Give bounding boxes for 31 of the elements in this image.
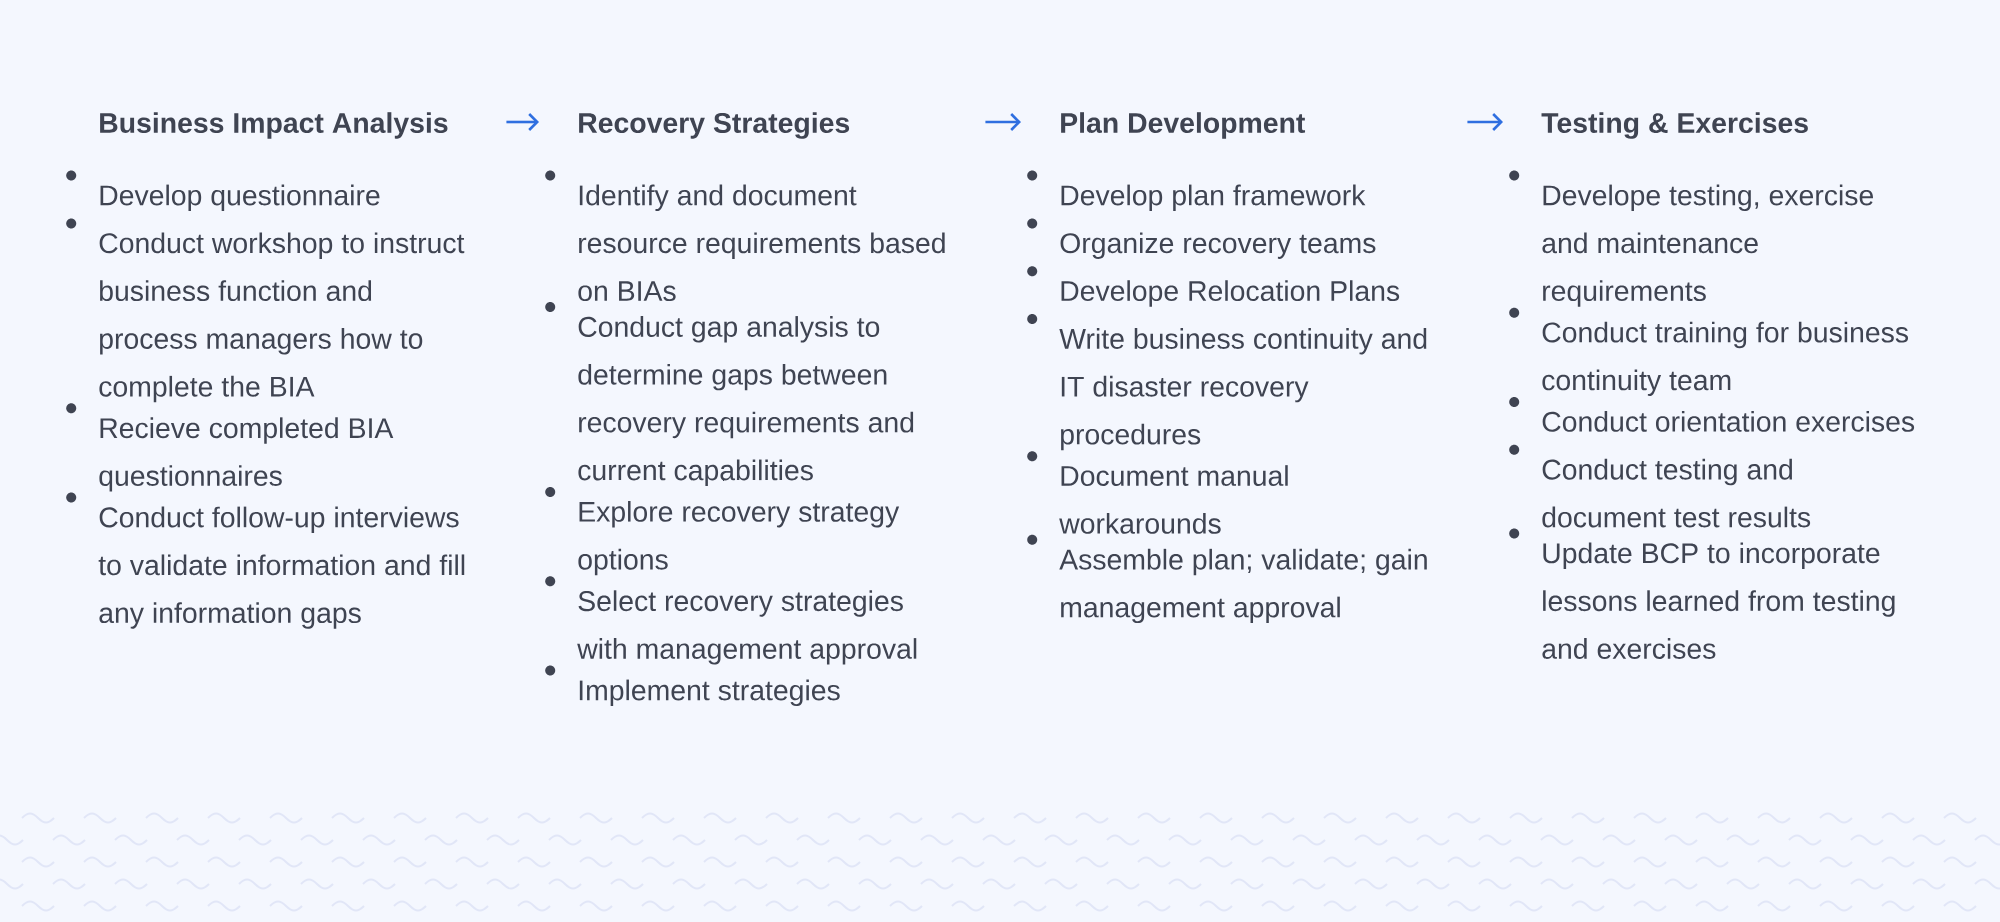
list-item: Organize recovery teams: [1027, 218, 1376, 259]
arrow: [985, 113, 1021, 131]
arrow: [506, 113, 539, 131]
list-item: Select recovery strategies with management approval: [545, 576, 917, 665]
list-item: Document manual workarounds: [1027, 451, 1288, 534]
list-item: Conduct workshop to instruct business function and process managers how to complete the BIA: [66, 218, 465, 403]
list-item: Identify and document resource requirements based on BIAs: [545, 170, 945, 302]
list-item: Conduct orientation exercises: [1509, 397, 1915, 432]
list-item: Explore recovery strategy options: [545, 487, 900, 576]
process-column: [66, 112, 465, 629]
list-item: Develop questionnaire: [66, 170, 380, 212]
list-item: Conduct testing and document test results: [1509, 444, 1811, 528]
column-heading: Business Impact Analysis: [100, 112, 448, 139]
list-item: Recieve completed BIA questionnaires: [66, 403, 394, 492]
list-item: Develope testing, exercise and maintenance requirements: [1509, 170, 1873, 307]
list-item: Assemble plan; validate; gain management approval: [1027, 534, 1427, 624]
list-item: Write business continuity and IT disaster recovery procedures: [1027, 314, 1427, 451]
list-item: Implement strategies: [545, 665, 840, 707]
list-item: Conduct gap analysis to determine gaps between recovery requirements and current capabilities: [545, 302, 914, 486]
list-item: Conduct training for business continuity team: [1509, 307, 1908, 396]
list-item: Conduct follow-up interviews to validate information and fill any information gaps: [66, 492, 465, 629]
list-item: Develope Relocation Plans: [1027, 266, 1400, 307]
process-column: [545, 112, 945, 707]
process-column: [1509, 112, 1915, 659]
arrow: [1467, 113, 1503, 131]
list-item: Update BCP to incorporate lessons learned from testing and exercises: [1509, 528, 1895, 659]
list-item: Develop plan framework: [1027, 170, 1366, 212]
column-heading: Testing & Exercises: [1541, 112, 1808, 139]
process-column: [1027, 112, 1427, 624]
column-heading: Recovery Strategies: [579, 112, 850, 139]
column-heading: Plan Development: [1061, 112, 1306, 139]
